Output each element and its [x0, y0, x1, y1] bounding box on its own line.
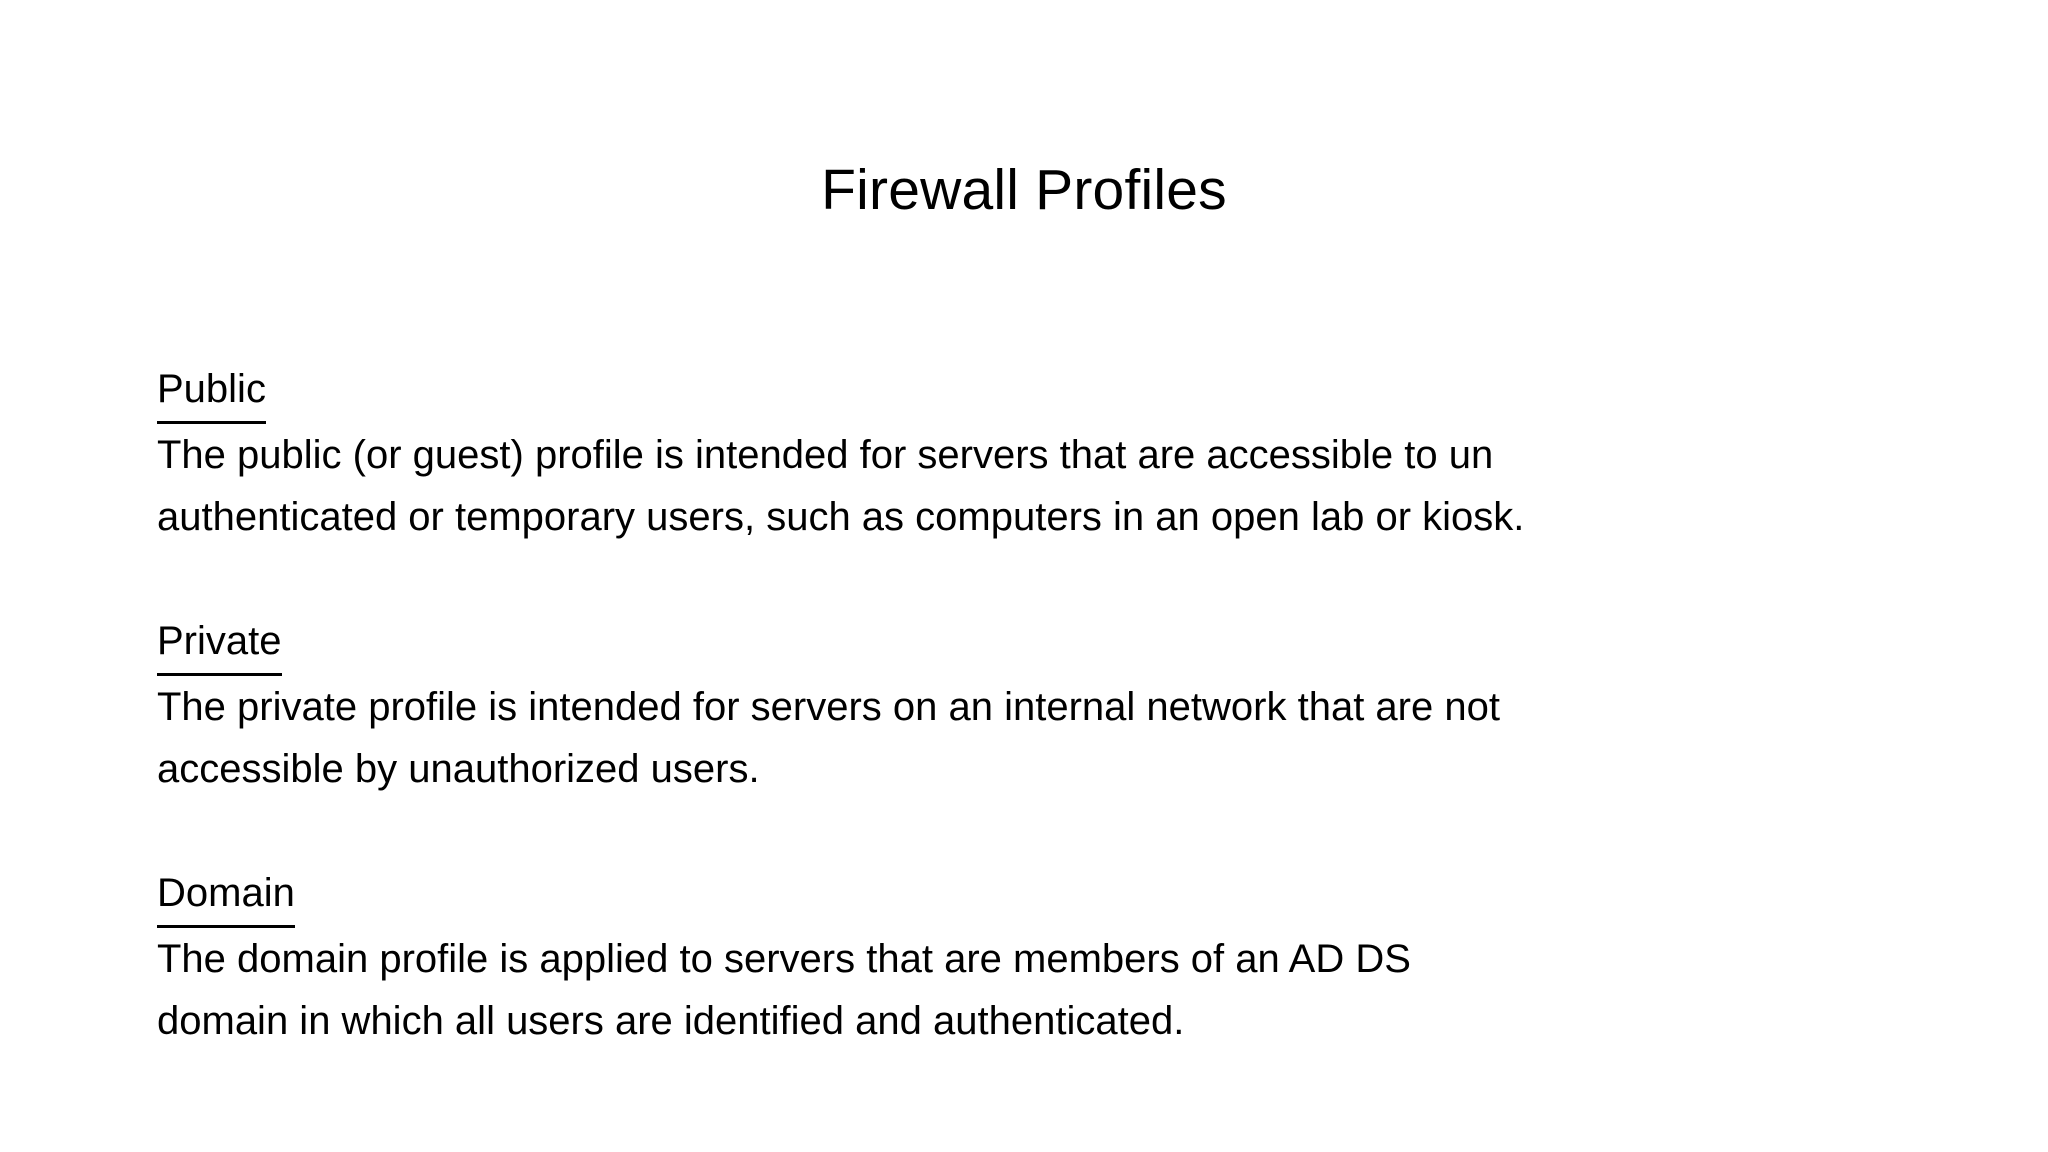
- body-line: The domain profile is applied to servers…: [157, 937, 1411, 981]
- section-private: Private The private profile is intended …: [157, 610, 1677, 800]
- body-line: domain in which all users are identified…: [157, 999, 1185, 1043]
- section-heading-domain: Domain: [157, 862, 295, 928]
- section-domain: Domain The domain profile is applied to …: [157, 862, 1677, 1052]
- body-line: The private profile is intended for serv…: [157, 685, 1500, 729]
- section-heading-public: Public: [157, 358, 266, 424]
- body-line: The public (or guest) profile is intende…: [157, 433, 1494, 477]
- section-body-private: The private profile is intended for serv…: [157, 676, 1647, 800]
- section-body-domain: The domain profile is applied to servers…: [157, 928, 1647, 1052]
- section-heading-private: Private: [157, 610, 282, 676]
- body-line: authenticated or temporary users, such a…: [157, 495, 1525, 539]
- section-public: Public The public (or guest) profile is …: [157, 358, 1677, 548]
- section-body-public: The public (or guest) profile is intende…: [157, 424, 1647, 548]
- body-line: accessible by unauthorized users.: [157, 747, 760, 791]
- slide-body-content: Public The public (or guest) profile is …: [157, 358, 1677, 1052]
- page-title: Firewall Profiles: [821, 158, 1227, 223]
